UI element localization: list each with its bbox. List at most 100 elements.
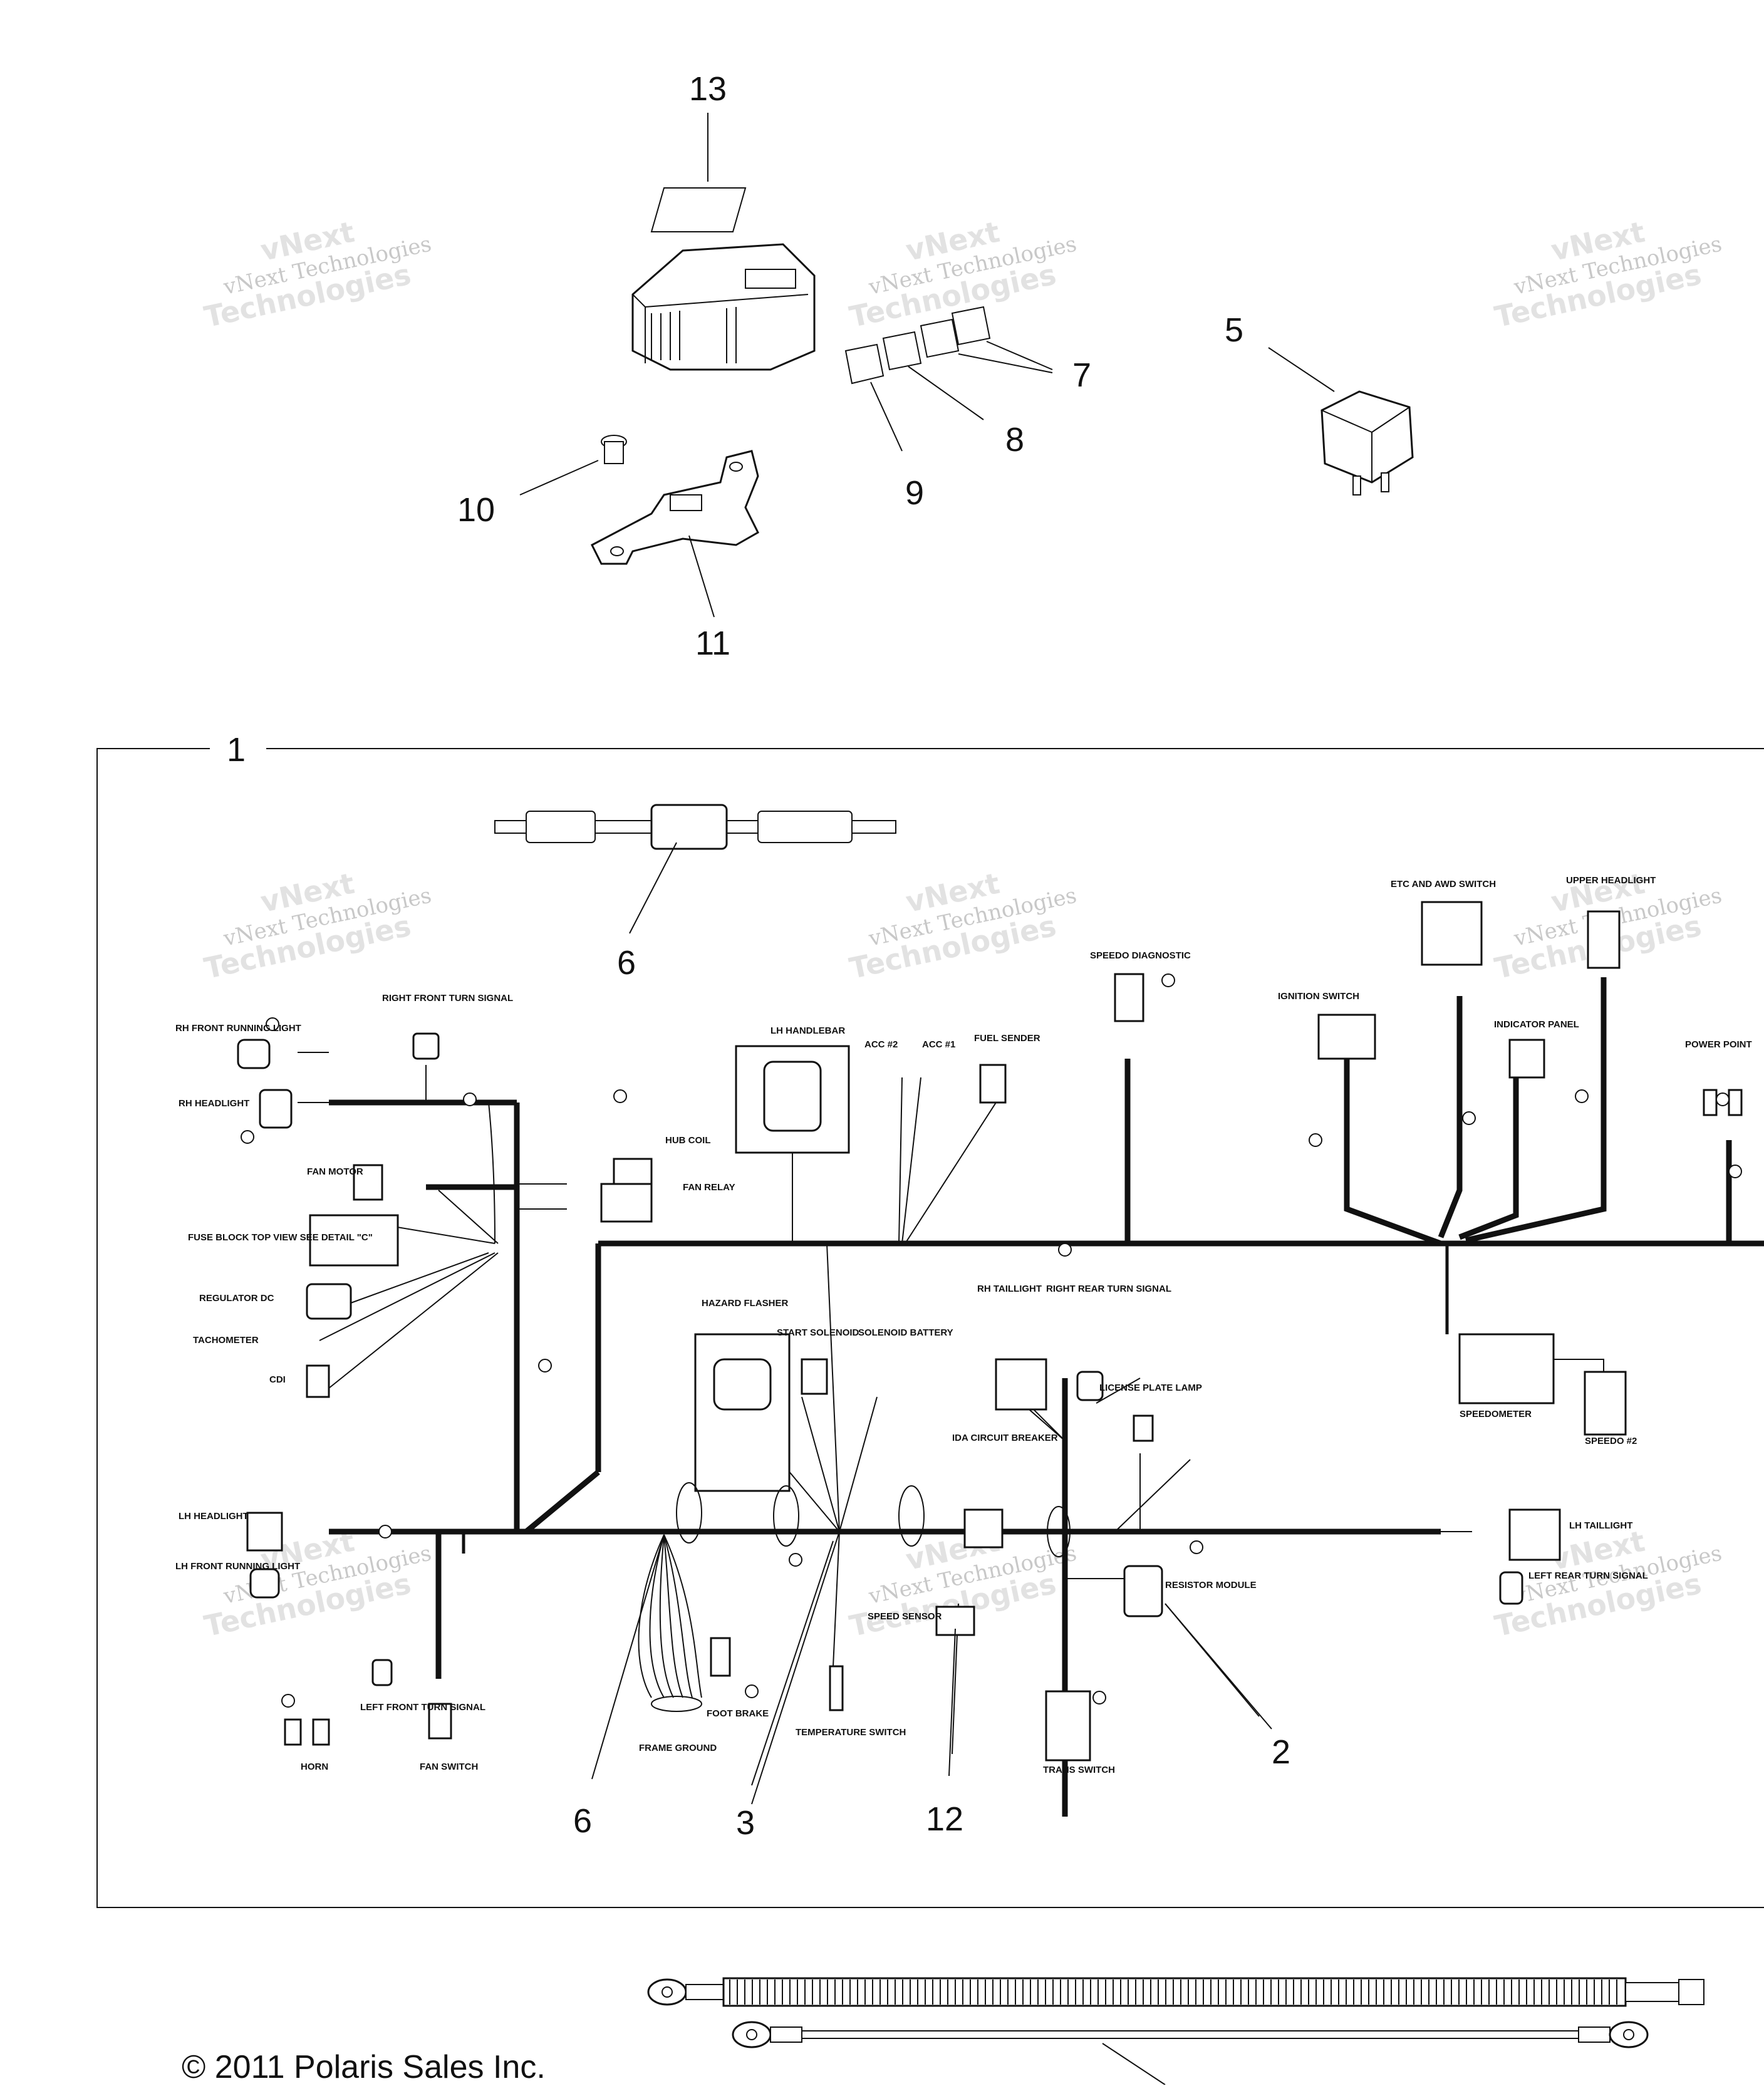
power-point-connector[interactable] [1728,1089,1743,1116]
label-lh-front-running-light: LH FRONT RUNNING LIGHT [175,1561,300,1572]
callout-13: 13 [689,70,727,108]
label-foot-brake: FOOT BRAKE [707,1708,769,1719]
label-rh-taillight: RH TAILLIGHT [977,1284,1042,1294]
main-harness-wires [329,977,1764,1817]
resistor-module-connector[interactable] [1123,1565,1163,1617]
parts-7-8-9-fuses[interactable]: 9 8 7 [844,306,1091,512]
foot-brake-connector[interactable] [710,1637,731,1677]
lh-handlebar-plug[interactable] [763,1061,822,1132]
lh-headlight-connector[interactable] [246,1512,283,1552]
label-cdi: CDI [269,1374,286,1385]
rh-front-running-light-connector[interactable] [237,1039,271,1069]
label-fan-relay: FAN RELAY [683,1182,735,1193]
copyright-text: © 2011 Polaris Sales Inc. [182,2049,546,2085]
label-resistor-module: RESISTOR MODULE [1165,1580,1257,1590]
label-acc2: ACC #2 [864,1039,898,1050]
wire-circle-markers [241,973,1742,1708]
label-left-front-turn-signal: LEFT FRONT TURN SIGNAL [360,1702,485,1713]
part-10-screw[interactable]: 10 [457,435,627,529]
cdi-connector[interactable] [306,1364,330,1398]
fuse-block[interactable] [309,1214,399,1267]
label-ignition-switch: IGNITION SWITCH [1278,991,1359,1002]
hazard-flasher-plug[interactable] [713,1358,772,1411]
label-speedo-diagnostic: SPEEDO DIAGNOSTIC [1090,950,1191,961]
fuel-sender-connector[interactable] [979,1064,1007,1104]
connectors[interactable] [237,901,1743,1762]
indicator-panel-connector[interactable] [1508,1039,1545,1079]
callout-12: 12 [926,1800,963,1838]
horn-connector[interactable] [312,1718,330,1746]
left-rear-turn-signal-connector[interactable] [1499,1571,1523,1605]
fan-relay-connector[interactable] [600,1183,653,1223]
watermarks: vNext Technologies vNext Technologies vN… [201,215,1724,1643]
fan-motor-connector[interactable] [353,1164,383,1201]
fuse-box-cover[interactable] [631,243,816,371]
label-speedo-2: SPEEDO #2 [1585,1436,1637,1446]
regulator-connector[interactable] [306,1283,352,1320]
left-front-turn-signal-connector[interactable] [371,1659,393,1686]
part-5-relay[interactable]: 5 [1225,311,1414,496]
callout-8: 8 [1005,421,1024,459]
battery-cable-corrugated[interactable] [647,1977,1704,2007]
harness-frame: 1 [96,731,1764,1908]
callout-3: 3 [736,1804,755,1842]
horn-connector[interactable] [284,1718,302,1746]
lower-callouts: 6 3 12 2 [573,1534,1290,1842]
label-trans-switch: TRANS SWITCH [1043,1765,1115,1775]
label-hazard-flasher: HAZARD FLASHER [702,1298,788,1309]
trans-switch-connector[interactable] [1045,1690,1091,1762]
battery-cable-plain[interactable] [732,2021,1649,2085]
thin-wires [298,1052,1604,1805]
callout-6-bottom: 6 [573,1802,592,1840]
label-lh-handlebar: LH HANDLEBAR [770,1025,845,1036]
label-indicator-panel: INDICATOR PANEL [1494,1019,1579,1030]
label-ida-circuit-breaker: IDA CIRCUIT BREAKER [952,1433,1058,1443]
callout-10: 10 [457,491,495,529]
hazard-flasher-connector[interactable] [694,1333,791,1492]
right-rear-turn-signal-connector[interactable] [1076,1371,1104,1401]
label-right-front-turn-signal: RIGHT FRONT TURN SIGNAL [382,993,513,1004]
label-solenoid-battery: SOLENOID BATTERY [858,1327,953,1338]
label-start-solenoid: START SOLENOID [777,1327,859,1338]
label-tachometer: TACHOMETER [193,1335,259,1346]
label-speedometer: SPEEDOMETER [1460,1409,1532,1419]
label-lh-headlight: LH HEADLIGHT [179,1511,249,1522]
callout-2: 2 [1272,1733,1290,1771]
rh-taillight-connector[interactable] [995,1358,1047,1411]
ignition-switch-connector[interactable] [1317,1014,1376,1060]
label-acc1: ACC #1 [922,1039,955,1050]
lh-taillight-connector[interactable] [1508,1508,1561,1561]
license-plate-lamp-connector[interactable] [1133,1414,1154,1442]
label-horn: HORN [301,1762,328,1772]
callout-1: 1 [227,731,246,769]
component-labels: RH FRONT RUNNING LIGHT RH HEADLIGHT RIGH… [175,875,1752,1775]
label-etc-awd-switch: ETC AND AWD SWITCH [1391,879,1496,890]
speedometer-connector[interactable] [1458,1333,1555,1404]
label-lh-taillight: LH TAILLIGHT [1569,1520,1632,1531]
temperature-switch-connector[interactable] [829,1665,844,1711]
start-solenoid-connector[interactable] [801,1358,828,1395]
part-11-bracket[interactable]: 11 [591,450,759,662]
speedo-diagnostic-connector[interactable] [1114,973,1144,1022]
label-left-rear-turn-signal: LEFT REAR TURN SIGNAL [1528,1570,1648,1581]
power-point-connector[interactable] [1703,1089,1718,1116]
speed-sensor-connector[interactable] [935,1606,975,1636]
callout-6-top: 6 [617,944,636,982]
rh-headlight-connector[interactable] [259,1089,293,1129]
label-rh-front-running-light: RH FRONT RUNNING LIGHT [175,1023,301,1034]
part-6-inline-fuse-holder[interactable]: 6 [494,804,896,982]
upper-headlight-connector[interactable] [1587,910,1621,969]
callout-5: 5 [1225,311,1243,349]
fan-switch-connector[interactable] [428,1703,452,1740]
label-fan-motor: FAN MOTOR [307,1166,363,1177]
etc-awd-switch-connector[interactable] [1421,901,1483,966]
right-front-turn-signal-connector[interactable] [412,1032,440,1060]
lh-front-running-light-connector[interactable] [249,1568,280,1599]
label-upper-headlight: UPPER HEADLIGHT [1566,875,1656,886]
speedo-2-connector[interactable] [1584,1371,1627,1436]
part-13-label[interactable]: 13 [650,70,747,232]
ida-circuit-breaker[interactable] [963,1508,1004,1549]
frame-ground-wires [638,1534,702,1712]
label-temperature-switch: TEMPERATURE SWITCH [796,1727,906,1738]
